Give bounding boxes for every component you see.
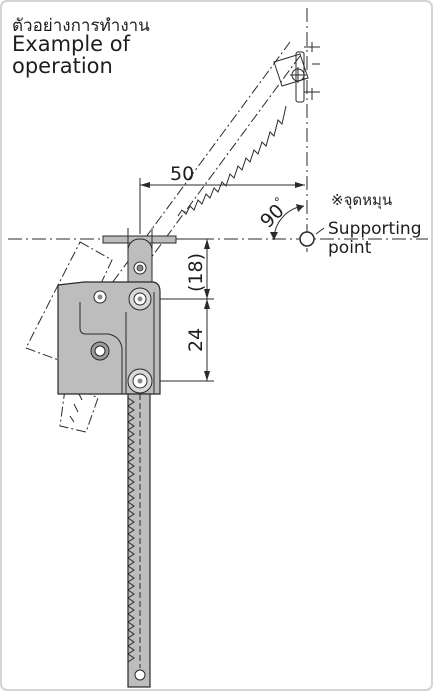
support-label-line1: Supporting (328, 219, 422, 239)
title-thai: ตัวอย่างการทำงาน (12, 16, 150, 36)
support-label: Supporting point (328, 220, 422, 258)
support-label-line2: point (328, 238, 372, 258)
title-english-line2: operation (12, 54, 113, 78)
main-body (57, 281, 161, 395)
dim-24-label: 24 (185, 328, 207, 352)
body-slot (79, 302, 123, 394)
rack-teeth (127, 397, 135, 663)
ghost-ticks (69, 391, 83, 423)
title-english: Example of operation (12, 33, 130, 77)
ghost-rack (177, 105, 287, 217)
rack-bar (127, 393, 151, 688)
dim-18-label: (18) (185, 253, 207, 292)
dim-50-label: 50 (170, 163, 194, 185)
ghost-top-fitting (273, 42, 320, 103)
support-note-thai: ※จุดหมุน (331, 191, 393, 209)
title-english-line1: Example of (12, 32, 131, 56)
supporting-point-circle (299, 231, 315, 247)
rack-end-hole (134, 669, 146, 681)
